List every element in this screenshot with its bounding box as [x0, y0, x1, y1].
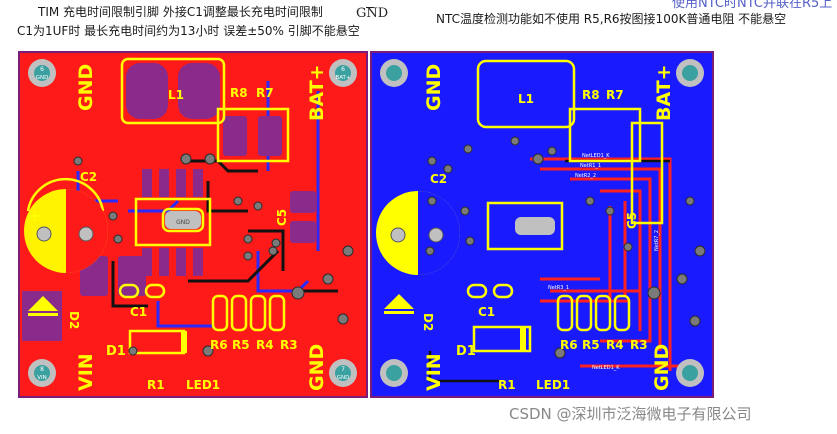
corner-pads [28, 59, 357, 387]
pcb-top-layer-view: GND 6 GND 6 BAT+ 8 VIN 7 GND GND BAT+ VI… [18, 51, 368, 398]
label-r8: R8 [230, 86, 248, 100]
label-l1: L1 [168, 88, 184, 102]
label-d2-b: D2 [421, 313, 435, 331]
label-plus: + [28, 206, 41, 225]
ntc-note: NTC温度检测功能如不使用 R5,R6按图接100K普通电阻 不能悬空 [436, 12, 787, 26]
edge-label-gnd-top: GND [75, 64, 97, 111]
label-c2-b: C2 [430, 172, 447, 186]
label-c1-b: C1 [478, 305, 495, 319]
gnd-symbol-text: GND [356, 6, 389, 21]
net-label-r7: NetR7_2 [654, 230, 660, 251]
ic-gnd-pad [165, 211, 201, 229]
edge-label-gnd-bottom-b: GND [651, 344, 673, 391]
label-r6-b: R6 [560, 338, 578, 352]
edge-label-bat-top: BAT+ [306, 64, 328, 121]
net-label-r1: NetR1_1 [580, 163, 601, 169]
label-r1-b: R1 [498, 378, 516, 392]
edge-label-gnd-bottom: GND [306, 344, 328, 391]
label-c5-b: C5 [625, 212, 639, 229]
net-label-r2: NetR2_2 [575, 173, 596, 179]
label-r8-b: R8 [582, 88, 600, 102]
pcb-bottom-layer-view: NetLED1_K NetR1_1 NetR2_2 NetR3_1 NetR7_… [370, 51, 714, 398]
ic-gnd-pad-label: GND [176, 219, 190, 226]
label-d1-b: D1 [456, 344, 476, 359]
label-r6: R6 [210, 338, 228, 352]
pad-num-gnd: 6 [40, 66, 44, 73]
label-r4-b: R4 [606, 338, 624, 352]
pad-vin-label: VIN [37, 375, 47, 381]
label-led1: LED1 [186, 378, 220, 392]
label-r5-b: R5 [582, 338, 600, 352]
tim-note-line1: TIM 充电时间限制引脚 外接C1调整最长充电时间限制 [38, 5, 323, 19]
label-r7: R7 [256, 86, 274, 100]
ntc-cutoff-note: 使用NTC时NTC并联在R5上 [672, 0, 833, 11]
pad-bat-label: BAT+ [335, 75, 350, 81]
tim-note-line2: C1为1UF时 最长充电时间约为13小时 误差±50% 引脚不能悬空 [17, 24, 360, 38]
label-led1-b: LED1 [536, 378, 570, 392]
label-r3-b: R3 [630, 338, 648, 352]
label-r1: R1 [147, 378, 165, 392]
label-plus-b: + [382, 208, 395, 227]
edge-label-vin-b: VIN [423, 353, 445, 391]
label-r3: R3 [280, 338, 298, 352]
edge-label-vin: VIN [75, 353, 97, 391]
pad-num-vin: 8 [40, 366, 44, 373]
net-label-led1: NetLED1_K [582, 153, 610, 159]
label-c5: C5 [275, 209, 289, 226]
label-r5: R5 [232, 338, 250, 352]
pad-gnd-label: GND [36, 75, 49, 81]
label-d2: D2 [67, 311, 81, 329]
label-r7-b: R7 [606, 88, 624, 102]
label-c1: C1 [130, 305, 147, 319]
net-label-r3: NetR3_1 [548, 285, 569, 291]
label-c2: C2 [80, 170, 97, 184]
pad-gnd2-label: GND [337, 375, 350, 381]
pad-num-bat: 6 [341, 66, 345, 73]
net-label-led1-bottom: NetLED1_K [592, 365, 620, 371]
label-d1: D1 [106, 344, 126, 359]
label-r4: R4 [256, 338, 274, 352]
edge-label-bat-top-b: BAT+ [653, 64, 675, 121]
label-l1-b: L1 [518, 92, 534, 106]
edge-label-gnd-top-b: GND [423, 64, 445, 111]
pad-num-gnd2: 7 [341, 366, 345, 373]
csdn-watermark: CSDN @深圳市泛海微电子有限公司 [509, 405, 752, 423]
